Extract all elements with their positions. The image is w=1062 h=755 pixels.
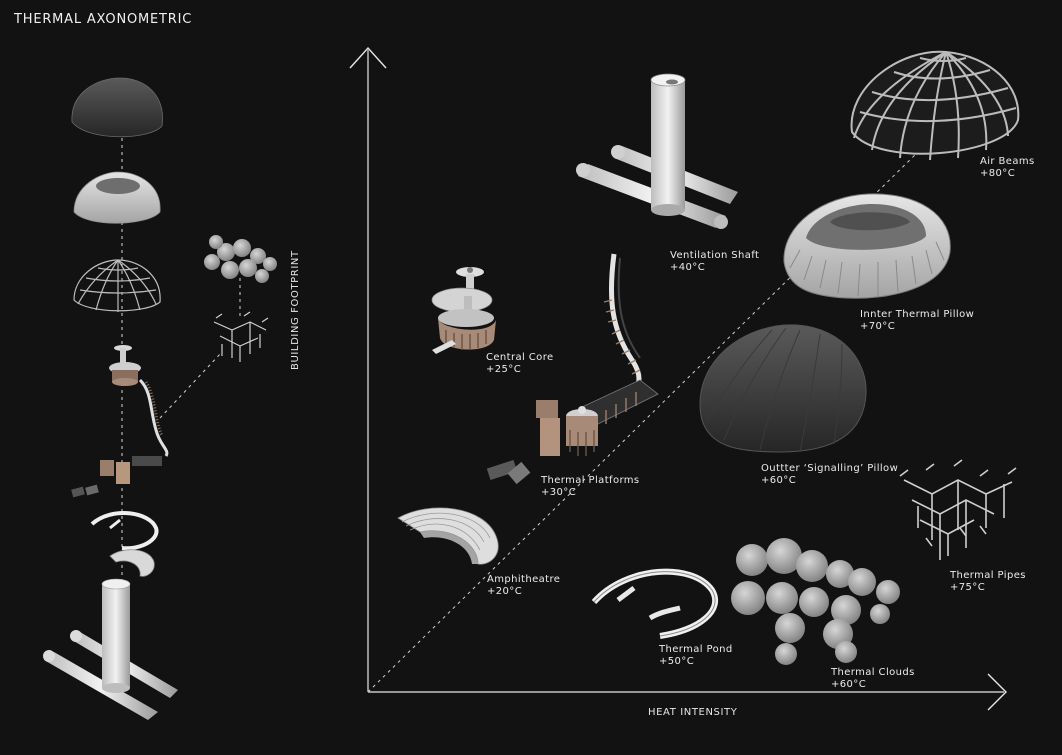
stack-central-core	[109, 345, 141, 386]
ventilation-shaft-model	[576, 73, 738, 229]
outer-signalling-pillow-model	[699, 324, 867, 453]
label-thermal-clouds: Thermal Clouds +60°C	[831, 667, 915, 691]
label-temp: +70°C	[860, 321, 896, 332]
label-temp: +80°C	[980, 168, 1016, 179]
stack-thermal-pond	[90, 511, 159, 551]
page-title: THERMAL AXONOMETRIC	[14, 12, 193, 27]
label-thermal-platforms: Thermal Platforms +30°C	[541, 475, 640, 499]
label-temp: +50°C	[659, 656, 695, 667]
stack-thermal-pipes	[213, 311, 269, 362]
stack-outer-pillow	[71, 77, 163, 138]
stack-ventilation-shaft	[43, 578, 178, 720]
label-central-core: Central Core +25°C	[486, 352, 554, 376]
label-name: Thermal Pipes	[950, 570, 1026, 581]
label-name: Central Core	[486, 352, 554, 363]
amphitheatre-model	[397, 507, 499, 565]
label-thermal-pond: Thermal Pond +50°C	[659, 644, 733, 668]
label-name: Innter Thermal Pillow	[860, 309, 975, 320]
label-thermal-pipes: Thermal Pipes +75°C	[950, 570, 1026, 594]
x-axis-label: HEAT INTENSITY	[648, 707, 738, 718]
label-air-beams: Air Beams +80°C	[980, 156, 1035, 180]
label-name: Thermal Clouds	[831, 667, 915, 678]
label-temp: +20°C	[487, 586, 523, 597]
label-temp: +60°C	[831, 679, 867, 690]
label-temp: +25°C	[486, 364, 522, 375]
y-axis-arrowhead	[349, 46, 387, 69]
label-temp: +60°C	[761, 475, 797, 486]
air-beams-model	[850, 50, 1020, 161]
stack-air-beams	[73, 259, 161, 312]
label-temp: +40°C	[670, 262, 706, 273]
label-outer-signalling-pillow: Outtter ‘Signalling’ Pillow +60°C	[761, 463, 898, 487]
label-name: Ventilation Shaft	[670, 250, 760, 261]
thermal-pipes-model	[899, 459, 1017, 560]
label-name: Outtter ‘Signalling’ Pillow	[761, 463, 899, 474]
exploded-stack	[43, 77, 277, 720]
label-ventilation-shaft: Ventilation Shaft +40°C	[670, 250, 759, 274]
stack-amphitheatre	[109, 549, 155, 577]
stack-thermal-clouds	[204, 235, 277, 283]
thermal-pond-model	[591, 568, 719, 639]
label-name: Air Beams	[980, 156, 1035, 167]
thermal-clouds-model	[731, 538, 900, 665]
label-name: Thermal Platforms	[541, 475, 640, 486]
inner-thermal-pillow-model	[783, 193, 951, 299]
label-temp: +30°C	[541, 487, 577, 498]
label-name: Amphitheatre	[487, 574, 561, 585]
stack-thermal-platforms	[71, 378, 169, 498]
central-core-model	[431, 267, 496, 354]
thermal-platforms-model	[486, 253, 659, 485]
stack-inner-pillow	[73, 171, 161, 224]
label-temp: +75°C	[950, 582, 986, 593]
y-axis-label: BUILDING FOOTPRINT	[290, 250, 301, 370]
label-inner-thermal-pillow: Innter Thermal Pillow +70°C	[860, 309, 974, 333]
x-axis-arrowhead	[987, 673, 1007, 711]
label-name: Thermal Pond	[659, 644, 733, 655]
label-amphitheatre: Amphitheatre +20°C	[487, 574, 560, 598]
